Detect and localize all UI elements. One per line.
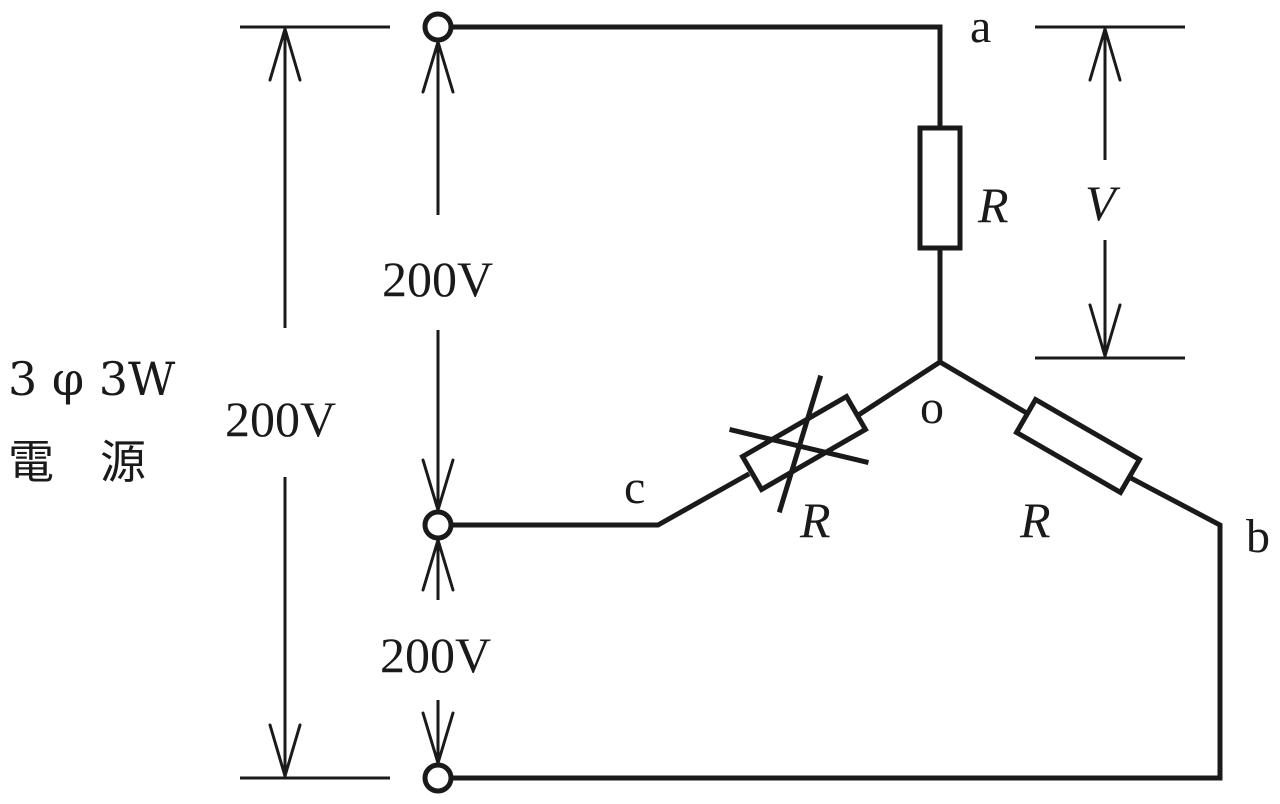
resistor-a — [917, 125, 963, 251]
wire-o-to-rc — [856, 358, 944, 418]
node-label-o: o — [920, 381, 944, 434]
terminal-b — [422, 762, 454, 794]
dimension-cb-voltage — [421, 538, 455, 765]
arrowhead-icon — [268, 27, 302, 82]
node-label-b: b — [1246, 510, 1270, 563]
arrowhead-icon — [268, 723, 302, 778]
arrowhead-icon — [1088, 27, 1122, 82]
arrowhead-icon — [1088, 303, 1122, 358]
arrowhead-icon — [421, 538, 455, 592]
node-label-c: c — [624, 461, 645, 514]
measured-voltage-label: V — [1085, 175, 1121, 231]
wire-a — [449, 24, 943, 131]
resistor-c-variable — [728, 374, 870, 514]
source-label-line2: 電 源 — [8, 435, 146, 489]
terminal-a — [422, 11, 454, 43]
dimension-measured-v — [1088, 27, 1122, 358]
resistor-c — [739, 393, 869, 493]
resistor-label-b: R — [1019, 492, 1051, 548]
wire-rc-to-c — [449, 471, 751, 528]
resistor-label-c: R — [799, 492, 831, 548]
dimension-total-voltage — [268, 27, 302, 778]
wire-rb-to-b — [449, 472, 1223, 781]
resistor-b — [1013, 396, 1143, 496]
arrowhead-icon — [421, 40, 455, 94]
dimension-ac-voltage — [421, 40, 455, 512]
resistor-label-a: R — [977, 177, 1009, 233]
arrowhead-icon — [421, 458, 455, 512]
open-cross-line-2 — [728, 426, 870, 466]
wire-o-to-rb — [936, 358, 1034, 419]
node-label-a: a — [970, 0, 991, 53]
total-voltage-label: 200V — [225, 391, 336, 447]
arrowhead-icon — [421, 711, 455, 765]
ac-voltage-label: 200V — [382, 251, 493, 307]
terminal-c — [422, 509, 454, 541]
cb-voltage-label: 200V — [380, 627, 491, 683]
source-label-line1: 3 φ 3W — [8, 352, 176, 406]
circuit-wires — [449, 24, 1223, 781]
